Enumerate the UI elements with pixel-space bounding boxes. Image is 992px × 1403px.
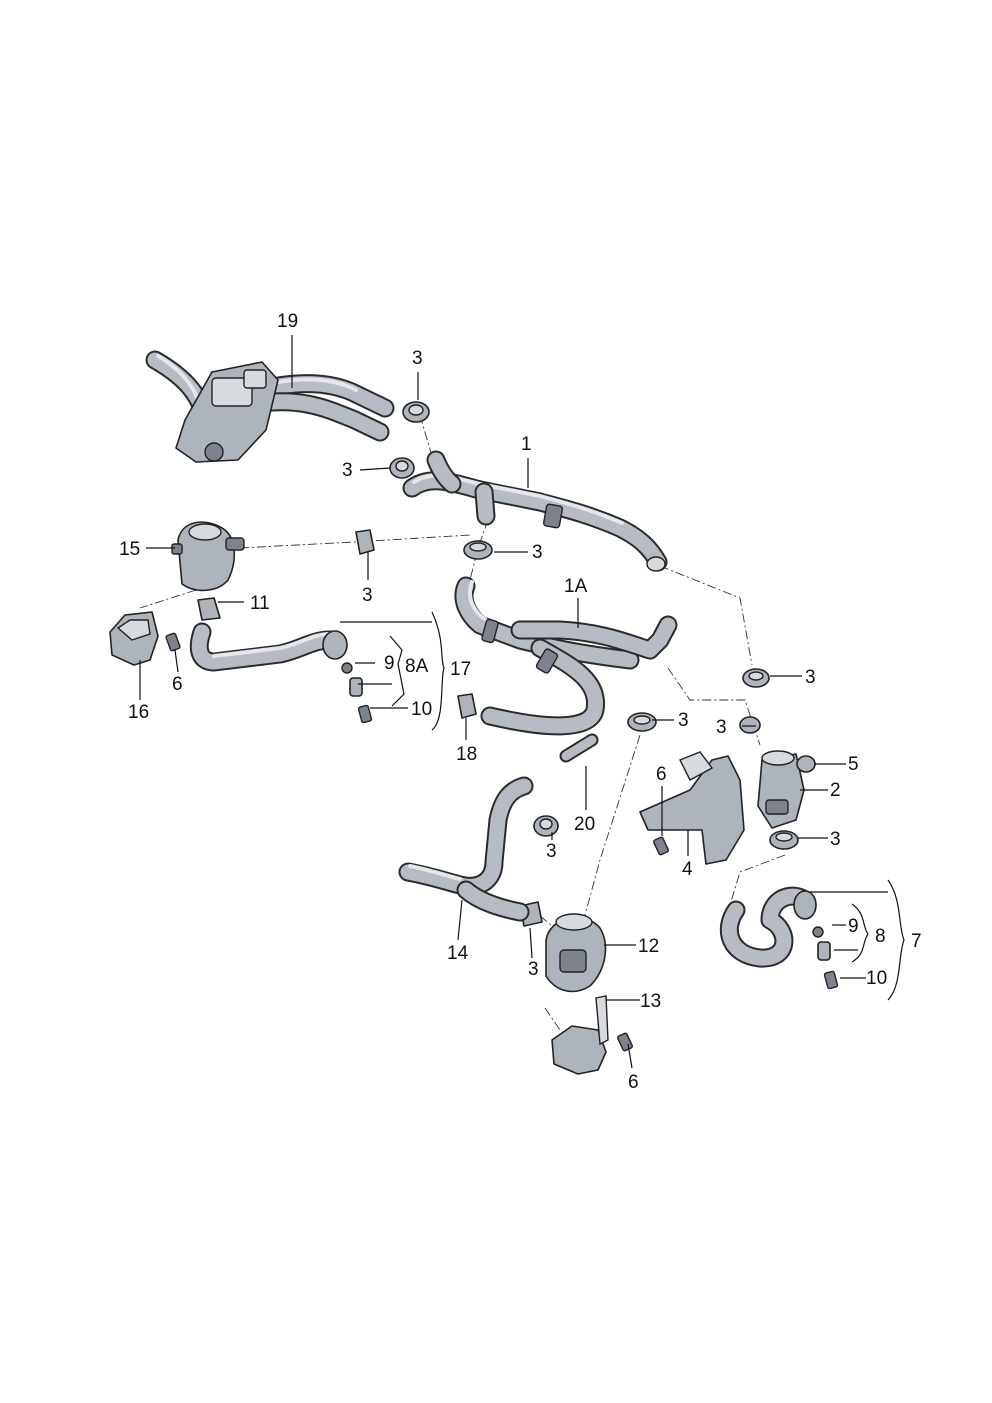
callout-13: 13 [640, 991, 661, 1012]
callout-10-left: 10 [411, 699, 432, 720]
coolant-hose-part-17 [189, 622, 373, 724]
connector-part-20 [559, 733, 599, 763]
coolant-pump-part-12 [545, 913, 607, 993]
valve-part-2 [757, 750, 805, 829]
callout-2: 2 [830, 780, 841, 801]
coolant-hose-part-14 [398, 776, 534, 922]
callout-8: 8 [875, 926, 886, 947]
callout-15: 15 [119, 539, 140, 560]
callout-10-right: 10 [866, 968, 887, 989]
coolant-hose-part-1 [402, 450, 668, 572]
callout-20: 20 [574, 814, 595, 835]
bracket-part-13 [551, 995, 609, 1075]
callout-6-mid: 6 [656, 764, 667, 785]
callout-8A: 8A [405, 656, 429, 677]
coolant-hose-part-7 [719, 886, 839, 990]
bracket-part-16 [109, 611, 159, 666]
coolant-pump-part-15 [171, 521, 245, 592]
bracket-part-4 [639, 751, 745, 865]
callout-14: 14 [447, 943, 469, 964]
callout-1A: 1A [564, 576, 588, 597]
callout-6-bottom: 6 [628, 1072, 639, 1093]
callout-3-center: 3 [362, 585, 373, 606]
callout-12: 12 [638, 936, 659, 957]
callout-1: 1 [521, 434, 532, 455]
assembly-lines [139, 414, 786, 1031]
callout-9-left: 9 [384, 653, 395, 674]
leader-lines [139, 335, 905, 1069]
callout-7: 7 [911, 931, 922, 952]
clip-part-18 [457, 693, 477, 719]
callout-5: 5 [848, 754, 859, 775]
callout-3-right-small: 3 [716, 717, 727, 738]
callout-3-left: 3 [342, 460, 353, 481]
callout-3-right-top: 3 [805, 667, 816, 688]
callout-11: 11 [250, 593, 270, 614]
callout-16: 16 [128, 702, 149, 723]
callout-3-right-low: 3 [830, 829, 841, 850]
callout-3-mid: 3 [678, 710, 689, 731]
callout-18: 18 [456, 744, 477, 765]
callout-17: 17 [450, 659, 471, 680]
hose-clips-part-3 [355, 401, 799, 927]
callout-3-top: 3 [412, 348, 423, 369]
coolant-hose-part-1A [454, 576, 678, 736]
coolant-manifold-part-19 [145, 350, 395, 463]
callout-3-lower: 3 [546, 841, 557, 862]
callout-4: 4 [682, 859, 693, 880]
callout-6-left: 6 [172, 674, 183, 695]
callout-labels: 19 3 1 3 15 3 3 11 1A 6 16 9 8A 17 10 18… [119, 311, 922, 1093]
cap-part-5 [796, 755, 816, 773]
grommet-part-11 [197, 597, 221, 621]
callout-3-bottom: 3 [528, 959, 539, 980]
callout-9-right: 9 [848, 916, 859, 937]
callout-19: 19 [277, 311, 298, 332]
callout-3-clip: 3 [532, 542, 543, 563]
